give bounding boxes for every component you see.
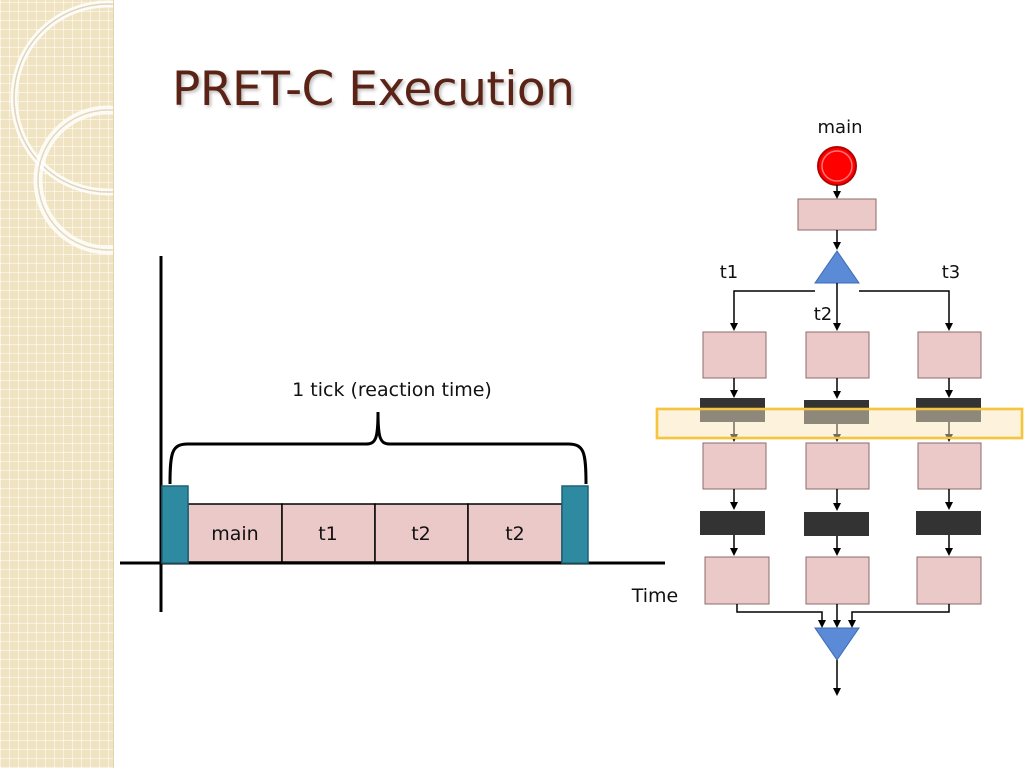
main-block <box>797 198 877 231</box>
join-branch-t3 <box>848 604 950 628</box>
t1-block-3 <box>704 556 770 605</box>
timeline-segment-label: t2 <box>411 523 431 545</box>
tick-boundary-end <box>561 485 589 564</box>
thread-label-t3: t3 <box>942 262 961 283</box>
t2-sync-bar-2 <box>804 512 869 536</box>
flow-graph: main t1 t2 t3 <box>655 117 1024 696</box>
thread-label-t1: t1 <box>720 262 739 283</box>
tick-label: 1 tick (reaction time) <box>292 379 492 401</box>
t1-sync-bar-2 <box>700 511 765 535</box>
fork-branch-t3 <box>859 290 953 331</box>
timeline-segment-label: main <box>211 523 258 545</box>
t1-block-2 <box>702 442 767 490</box>
t3-block-2 <box>917 442 982 490</box>
start-node-inner-ring <box>821 150 853 182</box>
slide-title: PRET-C Execution <box>172 62 575 117</box>
t2-block-2 <box>805 442 870 490</box>
timeline-segment-label: t2 <box>505 523 525 545</box>
timeline-segment-label: t1 <box>318 523 338 545</box>
join-node <box>814 627 860 661</box>
time-axis-label: Time <box>631 585 679 607</box>
tick-brace <box>168 411 588 485</box>
decorative-side-band <box>0 0 206 768</box>
t3-block-1 <box>917 331 982 379</box>
thread-label-t2: t2 <box>814 304 833 325</box>
main-label: main <box>818 117 863 138</box>
t3-block-3 <box>916 556 982 605</box>
highlight-band-overlay <box>655 407 1024 440</box>
t1-block-1 <box>702 331 767 379</box>
t2-sync-bar-1 <box>804 400 869 424</box>
timeline-segment-t2-second <box>467 503 563 563</box>
tick-boundary-start <box>161 485 189 564</box>
t2-block-3 <box>805 556 870 605</box>
timeline: main t1 t2 t2 1 tick (reaction time) Tim… <box>120 256 678 612</box>
t3-sync-bar-2 <box>916 511 981 535</box>
join-branch-t1 <box>736 604 826 628</box>
fork-branch-t1 <box>730 290 815 331</box>
fork-node <box>814 250 860 284</box>
start-node <box>817 146 857 186</box>
t2-block-1 <box>805 331 870 379</box>
